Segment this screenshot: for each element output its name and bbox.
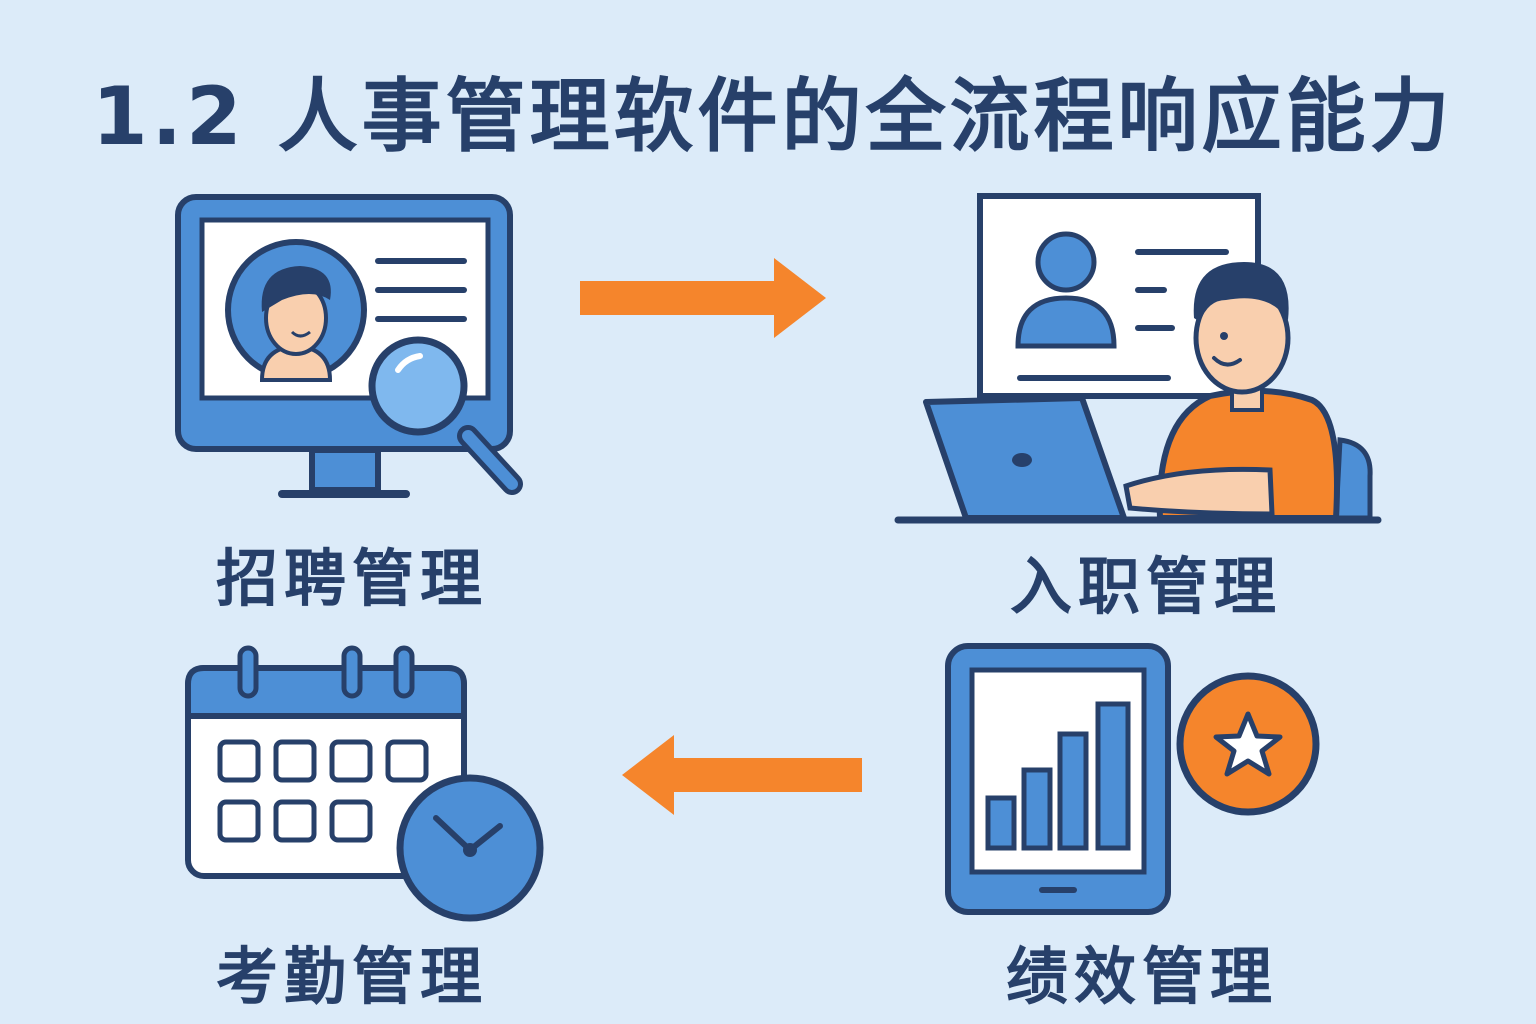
arrow-right-icon bbox=[580, 258, 826, 338]
recruitment-monitor-icon bbox=[175, 194, 523, 498]
step-label-attendance: 考勤管理 bbox=[216, 940, 489, 1013]
performance-tablet-icon bbox=[945, 643, 1320, 915]
page-title: 1.2 人事管理软件的全流程响应能力 bbox=[92, 70, 1454, 163]
arrow-left-icon bbox=[622, 735, 862, 815]
onboarding-laptop-icon bbox=[894, 193, 1382, 524]
step-label-performance: 绩效管理 bbox=[1006, 940, 1279, 1013]
step-label-onboarding: 入职管理 bbox=[1010, 550, 1283, 623]
attendance-calendar-icon bbox=[185, 645, 544, 922]
step-label-recruitment: 招聘管理 bbox=[216, 542, 489, 615]
